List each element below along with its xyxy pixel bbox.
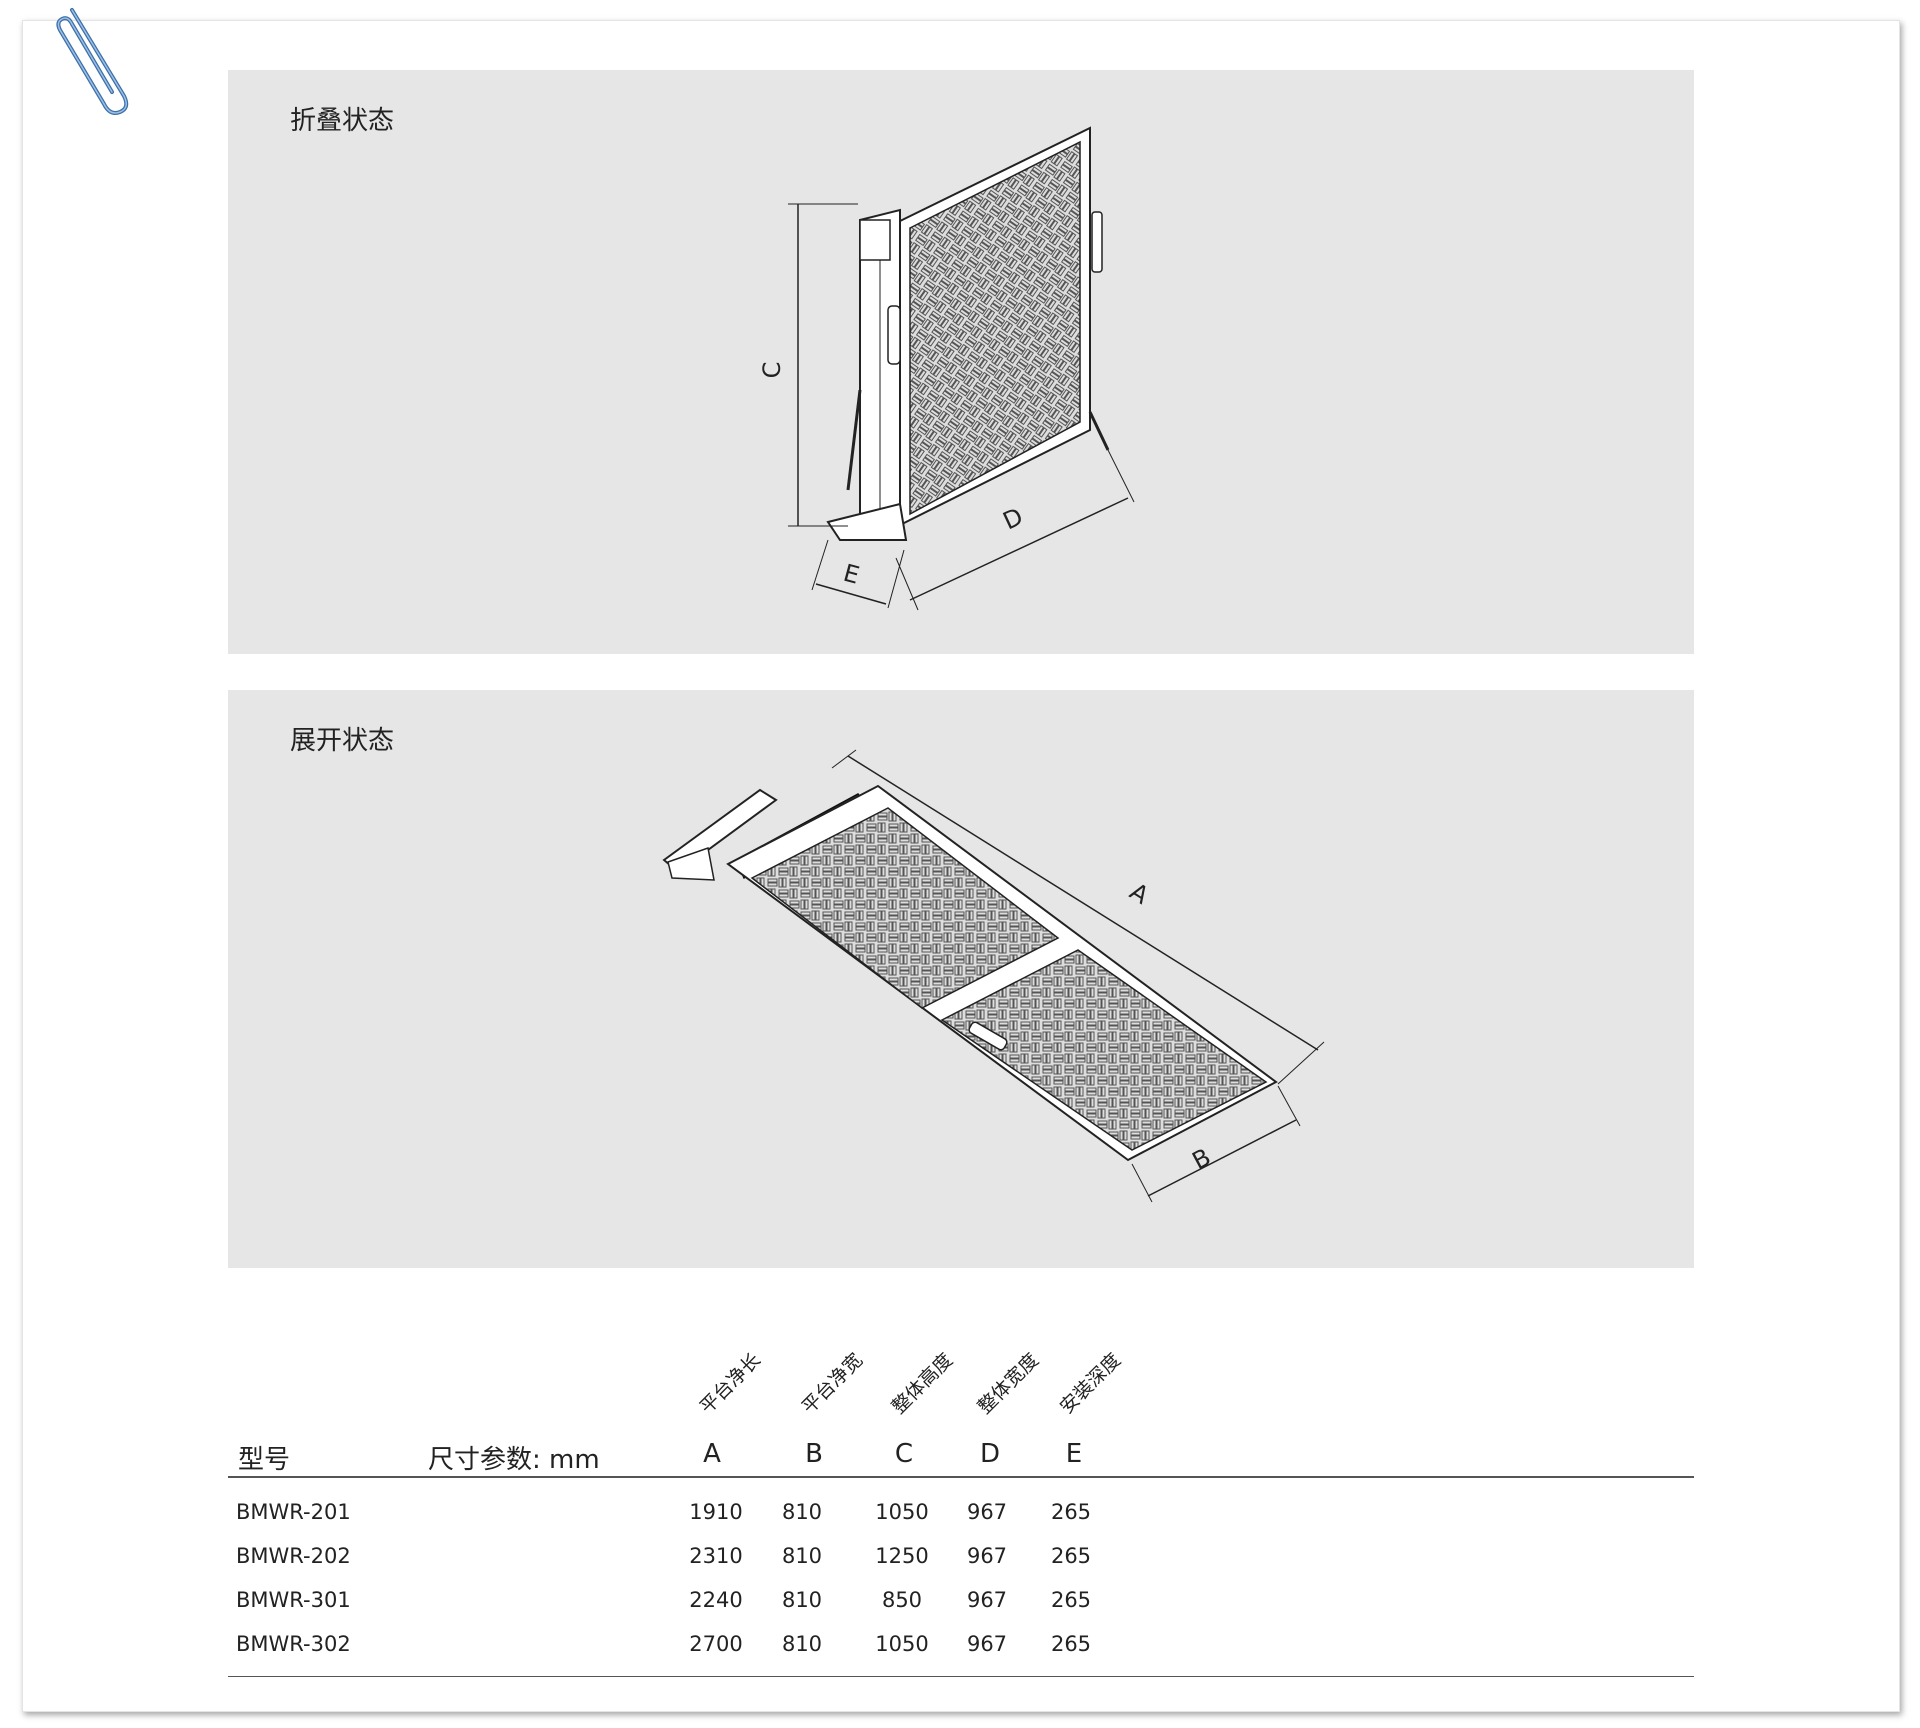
dimension-label-c: C — [758, 362, 786, 379]
value-cell: 810 — [781, 1544, 823, 1568]
dimension-header: 尺寸参数: mm — [428, 1445, 600, 1475]
table-row: BMWR-301 2240 810 850 967 265 — [228, 1588, 1694, 1618]
value-cell: 810 — [781, 1588, 823, 1612]
value-cell: 967 — [966, 1500, 1008, 1524]
model-cell: BMWR-201 — [236, 1500, 351, 1524]
dimension-label-e: E — [840, 559, 862, 590]
unfolded-ramp-drawing: A B — [662, 749, 1325, 1203]
value-cell: 810 — [781, 1632, 823, 1656]
folded-state-title: 折叠状态 — [290, 106, 395, 136]
value-cell: 265 — [1050, 1632, 1092, 1656]
model-cell: BMWR-301 — [236, 1588, 351, 1612]
column-desc-c: 整体高度 — [887, 1348, 958, 1419]
unfolded-state-title: 展开状态 — [290, 726, 395, 756]
column-desc-b: 平台净宽 — [797, 1348, 868, 1419]
value-cell: 2310 — [689, 1544, 743, 1568]
column-letter-b: B — [805, 1439, 823, 1469]
value-cell: 1250 — [875, 1544, 929, 1568]
column-letter-c: C — [894, 1439, 914, 1469]
dimension-label-a: A — [1125, 877, 1154, 910]
dimension-label-b: B — [1188, 1143, 1216, 1175]
value-cell: 1050 — [875, 1632, 929, 1656]
value-cell: 850 — [881, 1588, 923, 1612]
value-cell: 967 — [966, 1544, 1008, 1568]
value-cell: 1910 — [689, 1500, 743, 1524]
table-row: BMWR-201 1910 810 1050 967 265 — [228, 1500, 1694, 1530]
column-letter-e: E — [1065, 1439, 1083, 1469]
value-cell: 967 — [966, 1632, 1008, 1656]
model-cell: BMWR-202 — [236, 1544, 351, 1568]
paperclip-icon — [56, 8, 129, 115]
folded-state-panel: 折叠状态 — [228, 70, 1694, 654]
dimension-label-d: D — [999, 502, 1028, 535]
model-cell: BMWR-302 — [236, 1632, 351, 1656]
header-rule — [228, 1476, 1694, 1478]
model-header: 型号 — [238, 1445, 291, 1475]
value-cell: 265 — [1050, 1588, 1092, 1612]
value-cell: 265 — [1050, 1544, 1092, 1568]
column-desc-d: 整体宽度 — [973, 1348, 1044, 1419]
folded-ramp-drawing: C D E — [758, 126, 1135, 611]
value-cell: 2700 — [689, 1632, 743, 1656]
column-desc-e: 安装深度 — [1055, 1348, 1126, 1419]
spec-table: 平台净长 平台净宽 整体高度 整体宽度 安装深度 型号 尺寸参数: mm A B… — [228, 1349, 1694, 1690]
value-cell: 2240 — [689, 1588, 743, 1612]
value-cell: 967 — [966, 1588, 1008, 1612]
value-cell: 265 — [1050, 1500, 1092, 1524]
value-cell: 810 — [781, 1500, 823, 1524]
unfolded-state-panel: 展开状态 A — [228, 690, 1694, 1268]
column-desc-a: 平台净长 — [695, 1348, 766, 1419]
column-letter-d: D — [979, 1439, 1001, 1469]
table-row: BMWR-202 2310 810 1250 967 265 — [228, 1544, 1694, 1574]
table-row: BMWR-302 2700 810 1050 967 265 — [228, 1632, 1694, 1662]
value-cell: 1050 — [875, 1500, 929, 1524]
footer-rule — [228, 1676, 1694, 1677]
column-letter-a: A — [703, 1439, 721, 1469]
